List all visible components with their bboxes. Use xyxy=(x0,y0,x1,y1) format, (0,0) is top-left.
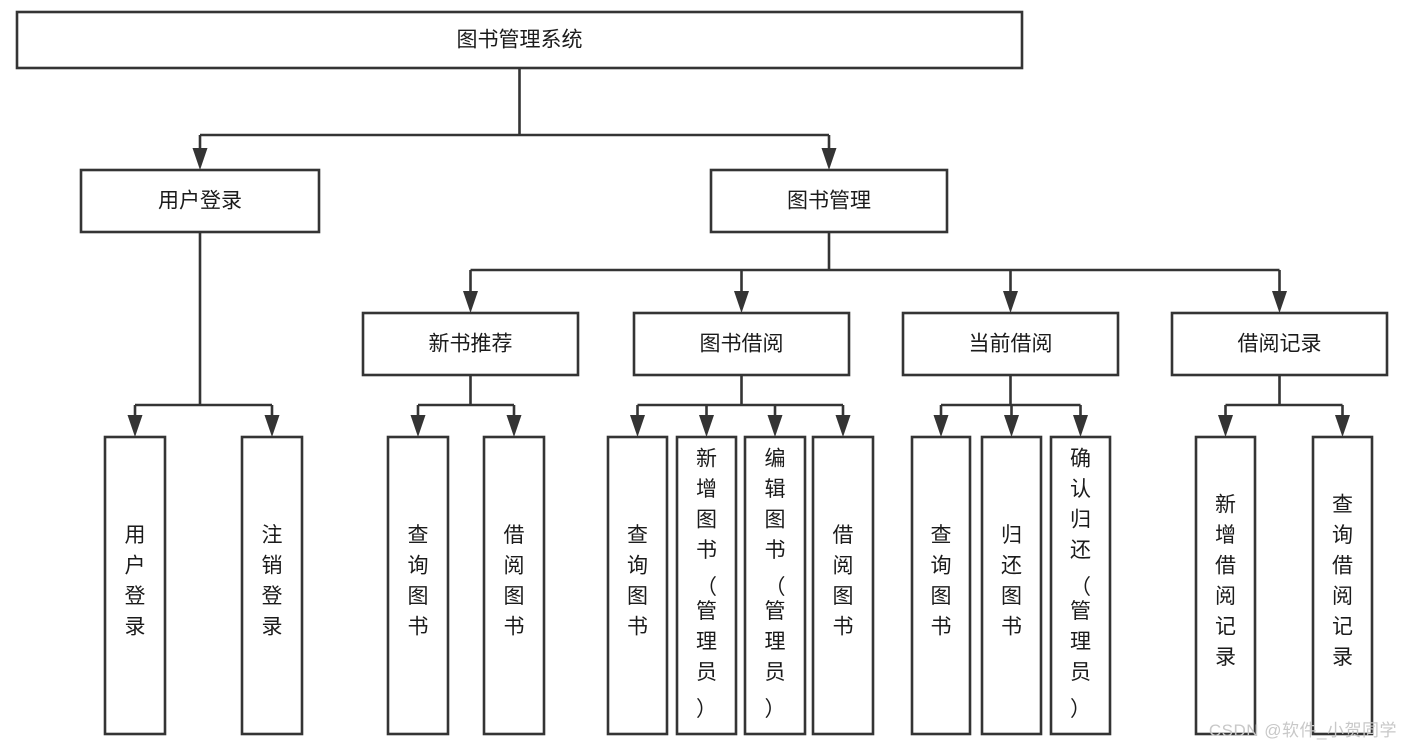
node-l_bb_query[interactable]: 查询图书 xyxy=(606,435,669,736)
node-label: 新书推荐 xyxy=(429,333,513,356)
node-box[interactable] xyxy=(1194,435,1257,736)
node-l_rec_add[interactable]: 新增借阅记录 xyxy=(1194,435,1257,736)
node-label: 新增借阅记录 xyxy=(1215,493,1236,669)
node-box[interactable] xyxy=(901,311,1120,377)
node-box[interactable] xyxy=(361,311,580,377)
arrow-head-icon xyxy=(821,148,837,170)
node-label: 图书管理系统 xyxy=(457,29,583,52)
node-label: 图书管理 xyxy=(787,190,871,213)
node-box[interactable] xyxy=(386,435,450,736)
node-box[interactable] xyxy=(103,435,167,736)
node-n_borrow[interactable]: 图书借阅 xyxy=(632,311,851,377)
node-box[interactable] xyxy=(709,168,949,234)
arrow-head-icon xyxy=(192,148,208,170)
node-label: 归还图书 xyxy=(1001,524,1022,639)
node-label: 图书借阅 xyxy=(700,333,784,356)
arrow-head-icon xyxy=(1003,291,1018,313)
arrow-head-icon xyxy=(734,291,749,313)
node-box[interactable] xyxy=(980,435,1043,736)
node-label: 当前借阅 xyxy=(969,333,1053,356)
nodes-layer: 图书管理系统用户登录图书管理新书推荐图书借阅当前借阅借阅记录用户登录注销登录查询… xyxy=(15,10,1389,736)
arrow-head-icon xyxy=(933,415,949,437)
connector-group-n_new_rec xyxy=(410,375,522,437)
node-n_new_rec[interactable]: 新书推荐 xyxy=(361,311,580,377)
node-box[interactable] xyxy=(811,435,875,736)
arrow-head-icon xyxy=(127,415,143,437)
arrow-head-icon xyxy=(1335,415,1350,437)
node-l_cur_return[interactable]: 归还图书 xyxy=(980,435,1043,736)
node-l_nr_query[interactable]: 查询图书 xyxy=(386,435,450,736)
node-label: 查询图书 xyxy=(931,524,952,639)
node-box[interactable] xyxy=(1049,435,1112,736)
arrow-head-icon xyxy=(835,415,851,437)
node-label: 借阅图书 xyxy=(833,524,854,639)
node-l_bb_add[interactable]: 新增图书（管理员） xyxy=(675,435,738,736)
arrow-head-icon xyxy=(463,291,478,313)
node-l_cur_query[interactable]: 查询图书 xyxy=(910,435,972,736)
arrow-head-icon xyxy=(630,415,645,437)
connector-group-n_records xyxy=(1218,375,1350,437)
node-label: 借阅图书 xyxy=(504,524,525,639)
connector-group-n_user_login xyxy=(127,232,280,437)
node-box[interactable] xyxy=(15,10,1024,70)
arrow-head-icon xyxy=(699,415,714,437)
node-box[interactable] xyxy=(1311,435,1374,736)
node-root[interactable]: 图书管理系统 xyxy=(15,10,1024,70)
node-label: 新增图书（管理员） xyxy=(696,448,717,722)
node-label: 确认归还（管理员） xyxy=(1070,448,1091,722)
connectors-layer xyxy=(127,68,1350,437)
node-box[interactable] xyxy=(910,435,972,736)
node-label: 查询借阅记录 xyxy=(1332,493,1353,669)
node-n_user_login[interactable]: 用户登录 xyxy=(79,168,321,234)
node-l_cur_confirm[interactable]: 确认归还（管理员） xyxy=(1049,435,1112,736)
node-box[interactable] xyxy=(675,435,738,736)
node-l_user_logout[interactable]: 注销登录 xyxy=(240,435,304,736)
connector-group-n_current xyxy=(933,375,1088,437)
arrow-head-icon xyxy=(264,415,280,437)
node-n_current[interactable]: 当前借阅 xyxy=(901,311,1120,377)
connector-group-n_book_mgmt xyxy=(463,232,1287,313)
node-label: 用户登录 xyxy=(158,190,242,213)
node-l_bb_edit[interactable]: 编辑图书（管理员） xyxy=(743,435,807,736)
arrow-head-icon xyxy=(1218,415,1233,437)
arrow-head-icon xyxy=(767,415,783,437)
arrow-head-icon xyxy=(1004,415,1019,437)
arrow-head-icon xyxy=(1272,291,1287,313)
node-label: 查询图书 xyxy=(408,524,429,639)
node-label: 编辑图书（管理员） xyxy=(765,448,786,722)
node-l_bb_borrow[interactable]: 借阅图书 xyxy=(811,435,875,736)
arrow-head-icon xyxy=(1073,415,1088,437)
node-box[interactable] xyxy=(482,435,546,736)
connector-group-n_borrow xyxy=(630,375,851,437)
node-l_nr_borrow[interactable]: 借阅图书 xyxy=(482,435,546,736)
node-box[interactable] xyxy=(240,435,304,736)
node-box[interactable] xyxy=(632,311,851,377)
node-l_user_login[interactable]: 用户登录 xyxy=(103,435,167,736)
node-label: 用户登录 xyxy=(125,524,146,639)
node-box[interactable] xyxy=(743,435,807,736)
node-box[interactable] xyxy=(79,168,321,234)
node-box[interactable] xyxy=(1170,311,1389,377)
node-n_book_mgmt[interactable]: 图书管理 xyxy=(709,168,949,234)
arrow-head-icon xyxy=(506,415,522,437)
node-l_rec_query[interactable]: 查询借阅记录 xyxy=(1311,435,1374,736)
node-n_records[interactable]: 借阅记录 xyxy=(1170,311,1389,377)
node-box[interactable] xyxy=(606,435,669,736)
arrow-head-icon xyxy=(410,415,426,437)
node-label: 查询图书 xyxy=(627,524,648,639)
connector-group-root xyxy=(192,68,837,170)
node-label: 借阅记录 xyxy=(1238,333,1322,356)
node-label: 注销登录 xyxy=(262,524,283,639)
